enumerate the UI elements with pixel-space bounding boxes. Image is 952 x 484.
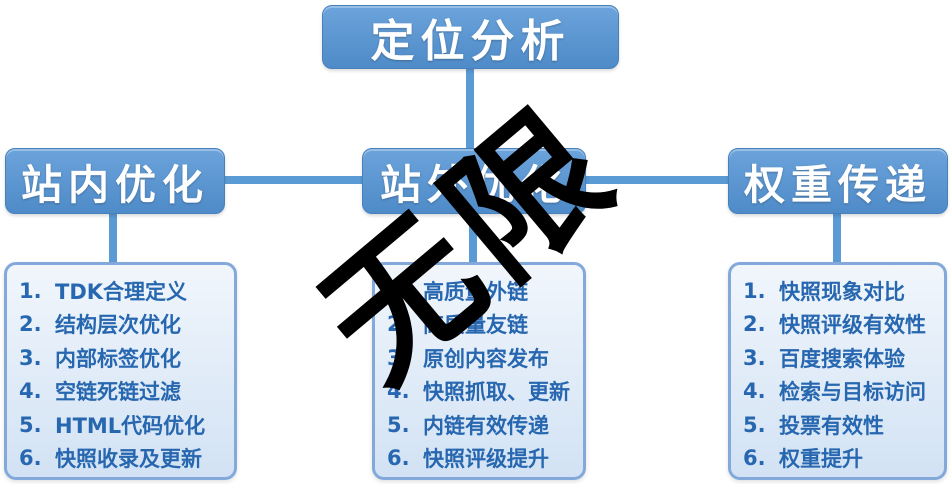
list-item: 1. 高质量外链 bbox=[387, 274, 575, 308]
weight-transfer-label: 权重传递 bbox=[744, 161, 932, 209]
onsite-optimization-list: 1. TDK合理定义 2. 结构层次优化 3. 内部标签优化 4. 空链死链过滤 5. H… bbox=[4, 262, 237, 480]
item-text: TDK合理定义 bbox=[55, 279, 188, 304]
list-item: 4. 检索与目标访问 bbox=[743, 375, 936, 409]
item-number: 1. bbox=[387, 278, 410, 303]
item-text: 高质量友链 bbox=[423, 313, 528, 338]
connector-right-vertical bbox=[833, 210, 841, 266]
connector-left-vertical bbox=[109, 210, 117, 266]
offsite-optimization-node: 站外优化 bbox=[362, 148, 586, 214]
list-item: 6. 快照收录及更新 bbox=[19, 442, 226, 476]
list-item: 4. 空链死链过滤 bbox=[19, 375, 226, 409]
item-number: 3. bbox=[387, 345, 410, 370]
list-item: 2. 结构层次优化 bbox=[19, 308, 226, 342]
offsite-optimization-label: 站外优化 bbox=[380, 161, 568, 209]
item-number: 5. bbox=[387, 412, 410, 437]
item-number: 3. bbox=[743, 345, 766, 370]
list-item: 6. 快照评级提升 bbox=[387, 442, 575, 476]
item-number: 6. bbox=[387, 446, 410, 471]
item-number: 5. bbox=[743, 412, 766, 437]
item-number: 4. bbox=[743, 379, 766, 404]
item-text: 内链有效传递 bbox=[423, 413, 549, 438]
item-number: 3. bbox=[19, 345, 42, 370]
list-item: 2. 高质量友链 bbox=[387, 308, 575, 342]
item-number: 6. bbox=[743, 446, 766, 471]
item-number: 5. bbox=[19, 412, 42, 437]
item-text: 高质量外链 bbox=[423, 279, 528, 304]
item-text: 投票有效性 bbox=[779, 413, 884, 438]
item-text: 权重提升 bbox=[779, 447, 863, 472]
item-text: 内部标签优化 bbox=[55, 346, 181, 371]
weight-transfer-node: 权重传递 bbox=[728, 148, 948, 214]
item-number: 4. bbox=[387, 379, 410, 404]
item-number: 6. bbox=[19, 446, 42, 471]
item-number: 1. bbox=[19, 278, 42, 303]
connector-top-vertical bbox=[466, 66, 474, 152]
item-text: 快照抓取、更新 bbox=[423, 380, 570, 405]
list-item: 6. 权重提升 bbox=[743, 442, 936, 476]
connector-mid-vertical bbox=[469, 210, 477, 266]
list-item: 5. 投票有效性 bbox=[743, 408, 936, 442]
list-item: 2. 快照评级有效性 bbox=[743, 308, 936, 342]
item-text: 检索与目标访问 bbox=[779, 380, 926, 405]
item-number: 4. bbox=[19, 379, 42, 404]
list-item: 5. 内链有效传递 bbox=[387, 408, 575, 442]
item-text: 原创内容发布 bbox=[423, 346, 549, 371]
item-text: 快照评级有效性 bbox=[779, 313, 926, 338]
item-text: 快照评级提升 bbox=[423, 447, 549, 472]
list-item: 4. 快照抓取、更新 bbox=[387, 375, 575, 409]
onsite-optimization-node: 站内优化 bbox=[5, 148, 225, 214]
list-item: 3. 原创内容发布 bbox=[387, 341, 575, 375]
onsite-optimization-label: 站内优化 bbox=[21, 161, 209, 209]
item-text: 快照收录及更新 bbox=[55, 447, 202, 472]
item-text: 空链死链过滤 bbox=[55, 380, 181, 405]
list-item: 1. 快照现象对比 bbox=[743, 274, 936, 308]
item-number: 2. bbox=[19, 312, 42, 337]
weight-transfer-list: 1. 快照现象对比 2. 快照评级有效性 3. 百度搜索体验 4. 检索与目标访问 5.… bbox=[728, 262, 947, 480]
item-number: 1. bbox=[743, 278, 766, 303]
item-number: 2. bbox=[743, 312, 766, 337]
item-text: 结构层次优化 bbox=[55, 313, 181, 338]
list-item: 3. 内部标签优化 bbox=[19, 341, 226, 375]
item-number: 2. bbox=[387, 312, 410, 337]
list-item: 1. TDK合理定义 bbox=[19, 274, 226, 308]
list-item: 3. 百度搜索体验 bbox=[743, 341, 936, 375]
offsite-optimization-list: 1. 高质量外链 2. 高质量友链 3. 原创内容发布 4. 快照抓取、更新 5. 内链有… bbox=[372, 262, 586, 480]
item-text: 百度搜索体验 bbox=[779, 346, 905, 371]
item-text: HTML代码优化 bbox=[55, 413, 206, 438]
positioning-analysis-node: 定位分析 bbox=[322, 5, 619, 69]
positioning-analysis-label: 定位分析 bbox=[370, 16, 571, 67]
list-item: 5. HTML代码优化 bbox=[19, 408, 226, 442]
item-text: 快照现象对比 bbox=[779, 279, 905, 304]
